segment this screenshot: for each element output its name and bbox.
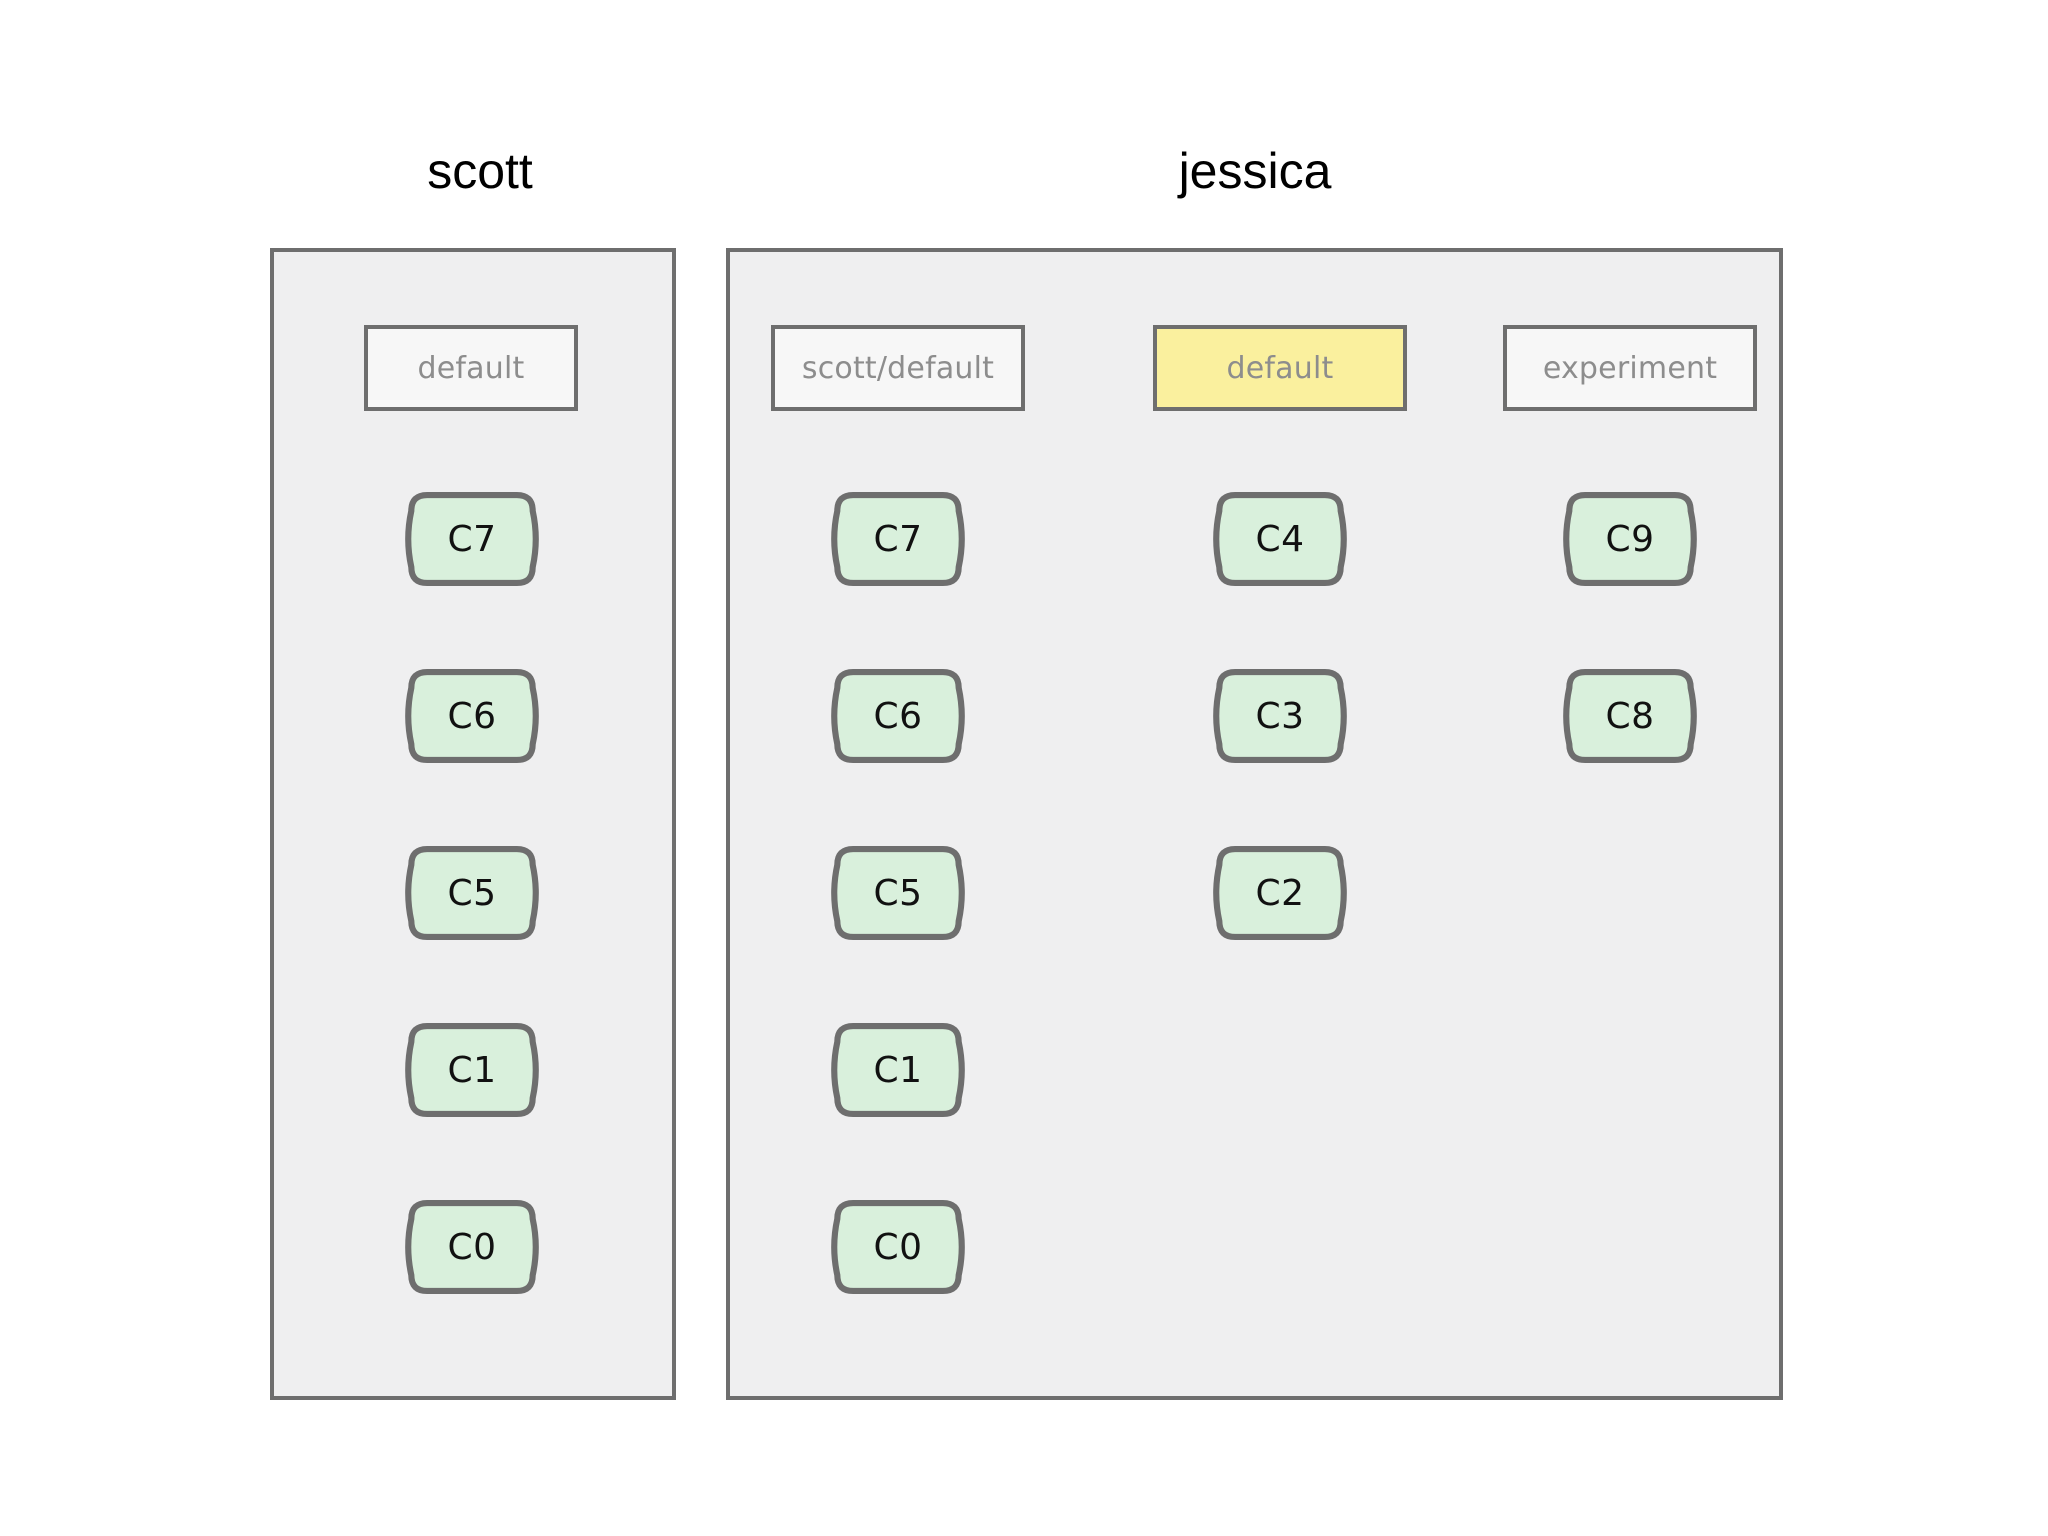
- commit-label: C6: [447, 695, 497, 737]
- commit-label: C2: [1255, 872, 1305, 914]
- branch-label-jessica-scott-default[interactable]: scott/default: [771, 325, 1025, 411]
- commit-shape: [1213, 668, 1347, 764]
- commit-jessica-c5[interactable]: C5: [825, 838, 971, 948]
- branch-label-jessica-default[interactable]: default: [1153, 325, 1407, 411]
- commit-jessica-c4[interactable]: C4: [1207, 484, 1353, 594]
- commit-shape: [1563, 668, 1697, 764]
- commit-label: C6: [873, 695, 923, 737]
- commit-label: C7: [447, 518, 497, 560]
- branch-label-scott-default[interactable]: default: [364, 325, 578, 411]
- commit-shape: [831, 1022, 965, 1118]
- commit-shape: [405, 845, 539, 941]
- commit-label: C1: [873, 1049, 923, 1091]
- commit-shape: [831, 668, 965, 764]
- commit-scott-c0[interactable]: C0: [399, 1192, 545, 1302]
- commit-label: C0: [873, 1226, 923, 1268]
- commit-jessica-c8[interactable]: C8: [1557, 661, 1703, 771]
- commit-shape: [831, 845, 965, 941]
- commit-label: C5: [873, 872, 923, 914]
- commit-label: C8: [1605, 695, 1655, 737]
- commit-jessica-c6[interactable]: C6: [825, 661, 971, 771]
- commit-shape: [405, 491, 539, 587]
- commit-jessica-c1[interactable]: C1: [825, 1015, 971, 1125]
- commit-jessica-c9[interactable]: C9: [1557, 484, 1703, 594]
- commit-jessica-c3[interactable]: C3: [1207, 661, 1353, 771]
- commit-scott-c6[interactable]: C6: [399, 661, 545, 771]
- commit-scott-c5[interactable]: C5: [399, 838, 545, 948]
- commit-label: C0: [447, 1226, 497, 1268]
- commit-shape: [831, 1199, 965, 1295]
- commit-scott-c7[interactable]: C7: [399, 484, 545, 594]
- commit-shape: [831, 491, 965, 587]
- commit-label: C5: [447, 872, 497, 914]
- repo-title-jessica: jessica: [1178, 143, 1332, 199]
- commit-scott-c1[interactable]: C1: [399, 1015, 545, 1125]
- commit-shape: [1563, 491, 1697, 587]
- commit-jessica-c2[interactable]: C2: [1207, 838, 1353, 948]
- branch-label-jessica-experiment[interactable]: experiment: [1503, 325, 1757, 411]
- commit-shape: [405, 1022, 539, 1118]
- repo-title-scott: scott: [427, 143, 533, 199]
- commit-jessica-c0[interactable]: C0: [825, 1192, 971, 1302]
- commit-label: C4: [1255, 518, 1305, 560]
- commit-label: C1: [447, 1049, 497, 1091]
- commit-shape: [1213, 491, 1347, 587]
- commit-label: C3: [1255, 695, 1305, 737]
- commit-label: C9: [1605, 518, 1655, 560]
- commit-shape: [405, 668, 539, 764]
- commit-jessica-c7[interactable]: C7: [825, 484, 971, 594]
- commit-shape: [1213, 845, 1347, 941]
- commit-shape: [405, 1199, 539, 1295]
- commit-label: C7: [873, 518, 923, 560]
